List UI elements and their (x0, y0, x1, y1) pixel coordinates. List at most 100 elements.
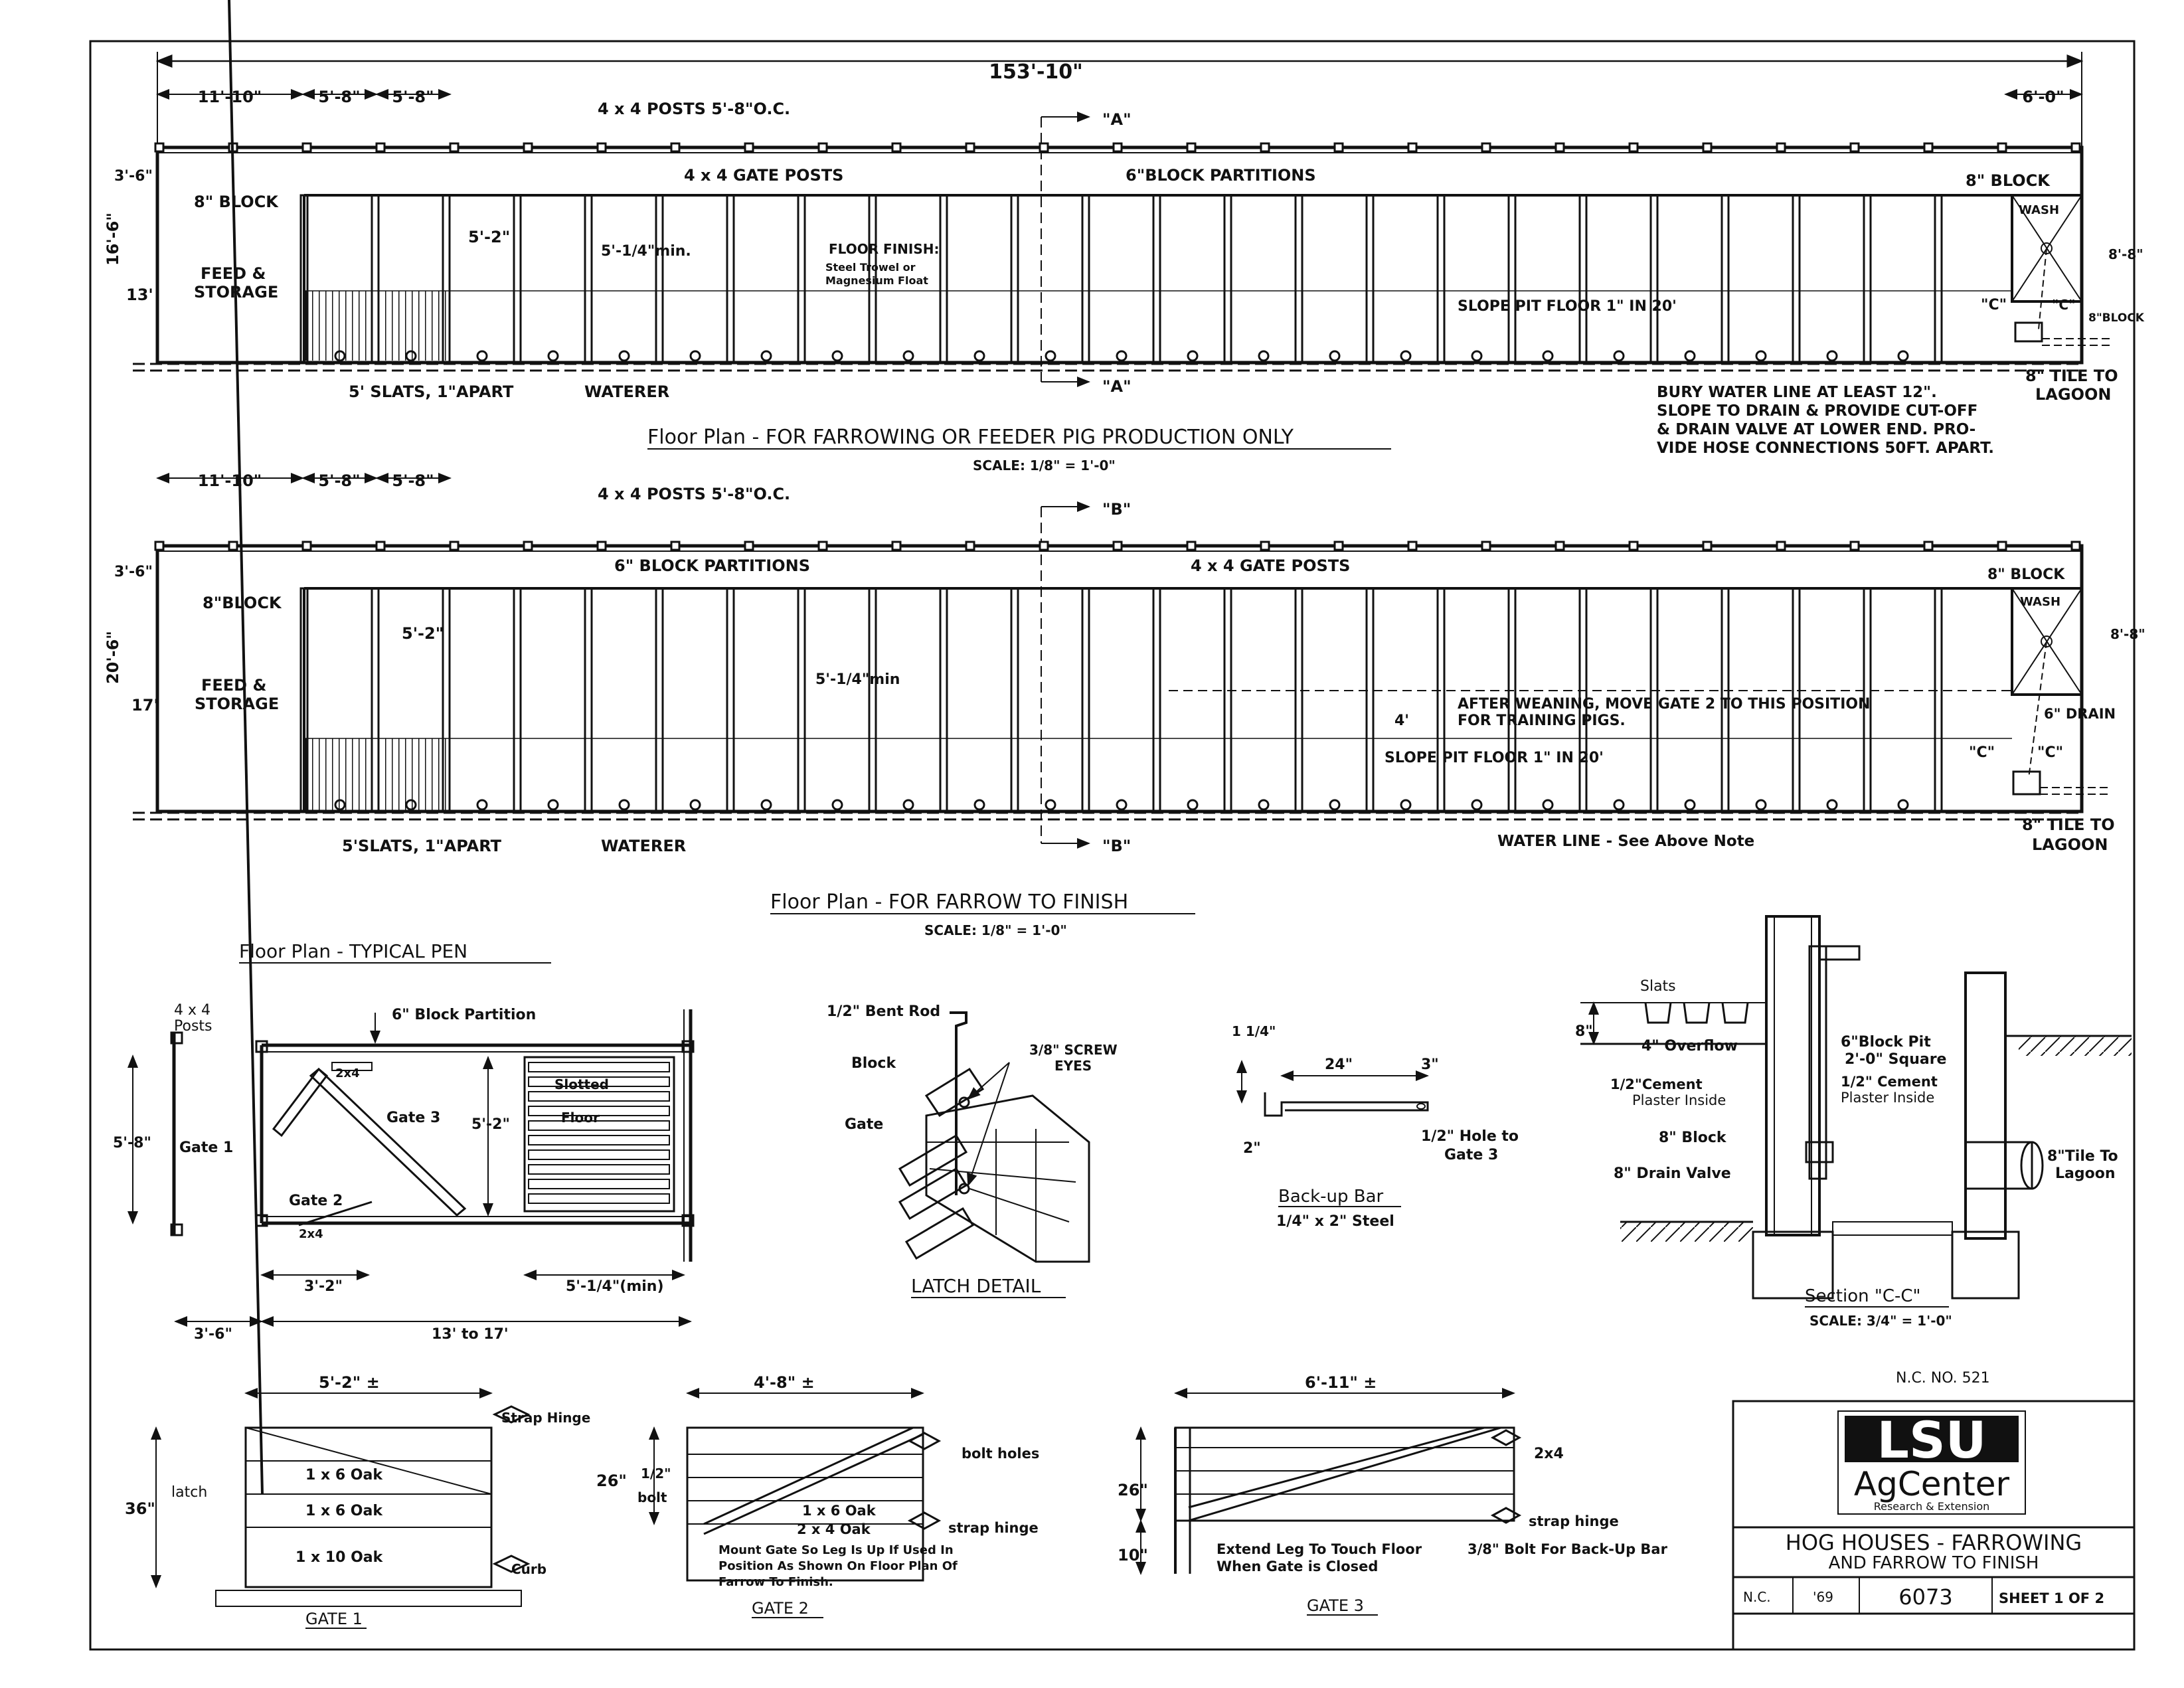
note-1: BURY WATER LINE AT LEAST 12". (1657, 384, 1937, 401)
pen-partition (1081, 587, 1090, 813)
pen-partition (1223, 587, 1232, 813)
dim-5-8-b: 5'-8" (392, 88, 434, 106)
g1-curb: Curb (511, 1561, 546, 1577)
pen-partition (299, 194, 309, 364)
pen-partition (1223, 194, 1232, 364)
g3-lumber: 2x4 (1534, 1446, 1564, 1462)
tile-label-2b: LAGOON (2032, 835, 2108, 854)
g1-latch: latch (171, 1484, 207, 1501)
post-mark (154, 541, 165, 551)
wash-label-2: WASH (2020, 595, 2060, 609)
latch-detail-drawing (898, 1011, 1090, 1263)
g2-bolt-1: 1/2" (641, 1466, 671, 1481)
pen-dim-5-8: 5'-8" (113, 1135, 151, 1151)
post-mark (670, 142, 681, 153)
floor-slat (528, 1076, 670, 1087)
g1-board-2: 1 x 6 Oak (305, 1503, 383, 1519)
sheet-border (89, 40, 2136, 1651)
waterer-mark (1471, 799, 1483, 811)
pen-partition (513, 587, 522, 813)
waterer-mark (973, 799, 985, 811)
g2-bolt-2: bolt (637, 1489, 667, 1505)
post-mark (1112, 142, 1123, 153)
bar-dim-3: 3" (1421, 1056, 1439, 1073)
pen-partition (868, 587, 877, 813)
tile-label-1b: LAGOON (2035, 385, 2111, 404)
plan-2-title: Floor Plan - FOR FARROW TO FINISH (770, 890, 1128, 914)
post-mark (1849, 541, 1860, 551)
section-c-1a: "C" (1981, 297, 2007, 313)
bar-dim-2: 2" (1243, 1140, 1261, 1157)
cc-slats: Slats (1640, 978, 1676, 995)
gate-posts-label-1: 4 x 4 GATE POSTS (684, 166, 843, 185)
storage-label-1: STORAGE (194, 283, 278, 301)
pen-partition (584, 194, 593, 364)
post-mark (965, 541, 975, 551)
waterer-mark (689, 350, 701, 362)
cc-tile-2: Lagoon (2055, 1165, 2116, 1182)
dim-5-8-a: 5'-8" (318, 88, 360, 106)
floor-slat (528, 1149, 670, 1160)
dim-13: 13' (126, 286, 153, 304)
pen-partition (797, 194, 806, 364)
waterer-mark (1329, 350, 1341, 362)
post-mark (228, 541, 238, 551)
nc-number: N.C. NO. 521 (1896, 1370, 1990, 1387)
post-mark (1702, 142, 1713, 153)
pen-posts-2: Posts (174, 1018, 212, 1035)
slats-hatch-2 (305, 738, 448, 810)
g2-board-2: 2 x 4 Oak (797, 1521, 871, 1537)
post-mark (1333, 541, 1344, 551)
block-small-label: 8"BLOCK (2088, 311, 2145, 325)
plan-2-scale: SCALE: 1/8" = 1'-0" (924, 922, 1067, 938)
pen-partition (1934, 587, 1943, 813)
pen-partition (1152, 194, 1161, 364)
slats-label-2: 5'SLATS, 1"APART (342, 837, 502, 855)
floor-slat (528, 1120, 670, 1131)
pen-partition (1578, 587, 1588, 813)
latch-bent-rod: 1/2" Bent Rod (827, 1003, 940, 1020)
tile-label-2a: 8" TILE TO (2022, 815, 2115, 834)
pen-lumber-2: 2x4 (299, 1227, 323, 1241)
feed-label-2: FEED & (201, 676, 266, 695)
dim-5-8-2b: 5'-8" (392, 471, 434, 490)
bar-hole-2: Gate 3 (1444, 1147, 1498, 1163)
pen-partition (1294, 587, 1303, 813)
dim-8-8-2: 8'-8" (2110, 626, 2145, 642)
dim-17: 17' (131, 696, 159, 715)
dim-min-2: 5'-1/4"min (815, 671, 900, 688)
bar-hole-1: 1/2" Hole to (1421, 1128, 1519, 1145)
pen-partition (513, 194, 522, 364)
g1-dim: 5'-2" ± (319, 1373, 380, 1392)
waterer-mark (689, 799, 701, 811)
pen-lumber-1: 2x4 (335, 1066, 360, 1080)
block-right-label-1: 8" BLOCK (1966, 171, 2051, 190)
waterer-mark (405, 350, 417, 362)
gate-posts-label-2: 4 x 4 GATE POSTS (1191, 556, 1350, 575)
gate-3-drawing (1135, 1388, 1522, 1575)
pen-partition (1649, 587, 1659, 813)
pen-floor: Floor (561, 1110, 600, 1126)
pen-dim-5-2: 5'-2" (471, 1116, 510, 1133)
post-mark (1186, 541, 1197, 551)
after-weaning-1: AFTER WEANING, MOVE GATE 2 TO THIS POSIT… (1458, 696, 1871, 713)
pen-partition (1365, 194, 1375, 364)
block-partitions-label-2: 6" BLOCK PARTITIONS (614, 556, 810, 575)
pen-posts-1: 4 x 4 (174, 1002, 210, 1019)
pen-partition (1010, 587, 1019, 813)
g2-note-2: Position As Shown On Floor Plan Of (718, 1559, 958, 1573)
waterer-mark (1755, 799, 1767, 811)
post-mark (2070, 142, 2081, 153)
after-weaning-2: FOR TRAINING PIGS. (1458, 713, 1626, 729)
dim-3-6-1: 3'-6" (114, 168, 153, 185)
post-mark (1628, 142, 1639, 153)
floor-finish-label: FLOOR FINISH: (829, 241, 939, 257)
section-c-2a: "C" (1969, 744, 1995, 761)
waterer-mark (1187, 799, 1199, 811)
pen-dim-3-2: 3'-2" (304, 1278, 343, 1295)
g2-note-1: Mount Gate So Leg Is Up If Used In (718, 1543, 954, 1557)
pen-partition (1934, 194, 1943, 364)
waterer-mark (1329, 799, 1341, 811)
pen-partition (1152, 587, 1161, 813)
